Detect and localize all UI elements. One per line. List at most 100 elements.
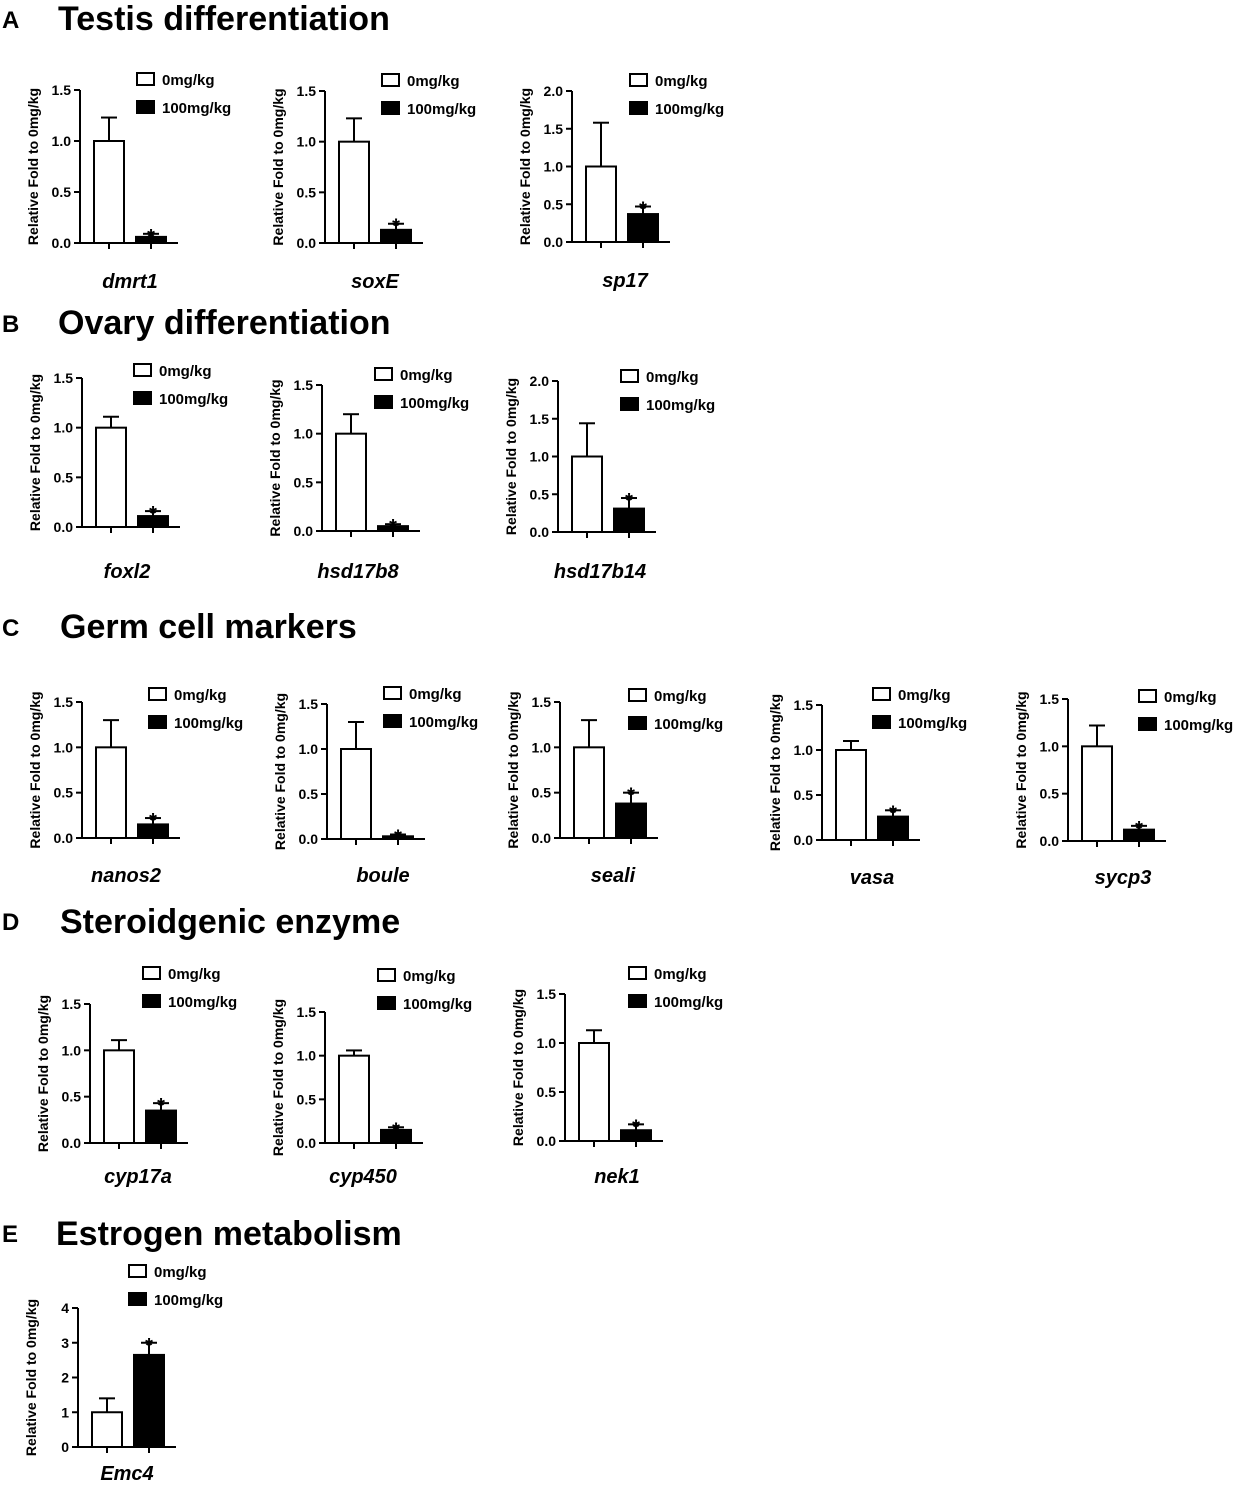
legend-label: 0mg/kg (898, 687, 951, 704)
legend: 0mg/kg 100mg/kg (136, 72, 231, 117)
legend-label: 100mg/kg (655, 101, 724, 118)
bar-treated (137, 515, 169, 528)
bar-treated (133, 1353, 165, 1448)
panel-title: Estrogen metabolism (56, 1215, 402, 1253)
legend-swatch-treated (377, 996, 396, 1010)
y-tick-label: 2 (61, 1370, 69, 1386)
legend-swatch-control (628, 688, 647, 702)
gene-label: foxl2 (104, 561, 151, 583)
legend-swatch-treated (629, 101, 648, 115)
significance-star: * (149, 503, 157, 525)
legend-label: 100mg/kg (162, 100, 231, 117)
bar-treated (137, 823, 169, 840)
bar-treated (135, 235, 167, 245)
y-tick-label: 0.5 (794, 787, 814, 803)
legend-swatch-control (628, 966, 647, 980)
significance-star: * (389, 516, 397, 538)
y-tick-label: 0.0 (294, 523, 314, 539)
y-tick-label: 0.5 (544, 196, 564, 212)
legend-label: 0mg/kg (409, 686, 462, 703)
y-tick-label: 0.0 (52, 235, 72, 251)
y-tick-label: 1.5 (530, 411, 550, 427)
legend-label: 0mg/kg (154, 1264, 207, 1281)
y-tick-label: 1.0 (299, 741, 319, 757)
y-tick-label: 0.0 (54, 830, 74, 846)
gene-label: hsd17b14 (554, 561, 646, 583)
legend-swatch-treated (383, 714, 402, 728)
y-tick-label: 1.0 (544, 159, 564, 175)
legend-swatch-treated (620, 397, 639, 411)
legend-swatch-treated (872, 715, 891, 729)
y-tick-label: 0.5 (297, 1091, 317, 1107)
legend-swatch-treated (628, 994, 647, 1008)
legend-label: 0mg/kg (168, 966, 221, 983)
y-tick-label: 2.0 (544, 83, 564, 99)
legend-label: 0mg/kg (654, 966, 707, 983)
gene-label: Emc4 (100, 1463, 153, 1485)
bar-treated (620, 1129, 652, 1142)
bar-treated (1123, 828, 1155, 843)
legend-label: 0mg/kg (162, 72, 215, 89)
legend-label: 100mg/kg (654, 716, 723, 733)
y-tick-label: 0.0 (544, 234, 564, 250)
bar-control (835, 749, 867, 841)
y-tick-label: 1.0 (294, 426, 314, 442)
y-tick-label: 1.5 (52, 82, 72, 98)
bar-control (571, 455, 603, 533)
legend-label: 100mg/kg (400, 395, 469, 412)
significance-star: * (632, 1116, 640, 1138)
legend-swatch-treated (148, 715, 167, 729)
bar-control (573, 746, 605, 839)
y-tick-label: 1.5 (544, 121, 564, 137)
panel-letter: C (2, 615, 19, 642)
y-tick-label: 0.5 (299, 786, 319, 802)
y-tick-label: 1.0 (794, 742, 814, 758)
y-axis-label: Relative Fold to 0mg/kg (767, 694, 783, 851)
y-tick-label: 0 (61, 1439, 69, 1455)
legend-swatch-control (1138, 689, 1157, 703)
bar-treated (877, 815, 909, 841)
y-tick-label: 4 (61, 1300, 69, 1316)
legend-label: 100mg/kg (159, 391, 228, 408)
legend-swatch-control (136, 72, 155, 86)
panel-title: Testis differentiation (58, 0, 390, 38)
legend: 0mg/kg 100mg/kg (628, 966, 723, 1011)
gene-label: seali (591, 865, 636, 887)
y-tick-label: 1.5 (794, 697, 814, 713)
legend-swatch-control (148, 687, 167, 701)
y-tick-label: 0.5 (54, 785, 74, 801)
bar-control (103, 1049, 135, 1145)
y-axis-label: Relative Fold to 0mg/kg (27, 374, 43, 531)
bar-treated (377, 525, 409, 533)
bar-control (338, 140, 370, 245)
y-tick-label: 1.5 (62, 996, 82, 1012)
significance-star: * (157, 1095, 165, 1117)
gene-label: sycp3 (1095, 867, 1152, 889)
y-tick-label: 1.5 (54, 370, 74, 386)
legend-swatch-control (872, 687, 891, 701)
legend-label: 100mg/kg (654, 994, 723, 1011)
y-tick-label: 1.0 (297, 134, 317, 150)
y-tick-label: 0.5 (1040, 786, 1060, 802)
bar-treated (145, 1109, 177, 1144)
bar-control (585, 165, 617, 243)
legend-label: 0mg/kg (403, 968, 456, 985)
bar-treated (382, 835, 414, 840)
y-tick-label: 0.5 (62, 1089, 82, 1105)
significance-star: * (639, 199, 647, 221)
